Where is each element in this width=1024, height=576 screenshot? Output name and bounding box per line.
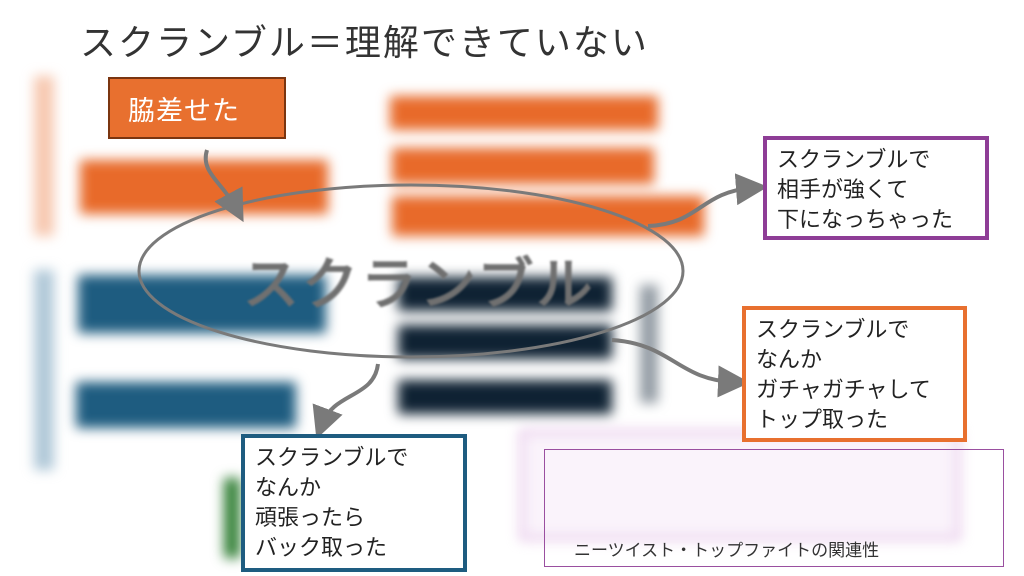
callout-line: トップ取った bbox=[756, 408, 889, 433]
blurred-box-orange-4 bbox=[392, 196, 704, 236]
callout-orange: スクランブルで なんか ガチャガチャして トップ取った bbox=[742, 306, 967, 442]
slide-title: スクランブル＝理解できていない bbox=[80, 23, 649, 64]
blurred-box-orange-2 bbox=[390, 96, 658, 130]
arrow-to-orange-callout bbox=[611, 338, 750, 398]
blurred-box-navy-3 bbox=[398, 380, 612, 414]
arrow-to-blue-callout bbox=[312, 363, 380, 439]
blurred-box-orange-3 bbox=[392, 148, 654, 184]
blurred-left-label-orange bbox=[34, 76, 54, 236]
blurred-left-label-blue bbox=[34, 270, 54, 470]
callout-line: スクランブルで bbox=[255, 446, 409, 471]
callout-line: 下になっちゃった bbox=[777, 208, 954, 233]
callout-purple: スクランブルで 相手が強くて 下になっちゃった bbox=[763, 136, 989, 240]
callout-line: なんか bbox=[756, 348, 823, 373]
callout-line: なんか bbox=[255, 476, 322, 501]
callout-blue: スクランブルで なんか 頑張ったら バック取った bbox=[241, 434, 467, 572]
blurred-box-orange-1 bbox=[80, 160, 328, 214]
caption-frame bbox=[544, 449, 1004, 567]
wakisashi-tag: 脇差せた bbox=[108, 77, 286, 139]
callout-line: バック取った bbox=[255, 536, 388, 561]
blurred-purple-panel bbox=[520, 430, 960, 540]
blurred-box-blue-1 bbox=[78, 275, 326, 333]
blurred-box-navy-1 bbox=[398, 277, 612, 311]
callout-line: スクランブルで bbox=[777, 148, 931, 173]
arrow-tag-to-ellipse bbox=[203, 149, 244, 223]
callout-line: スクランブルで bbox=[756, 318, 910, 343]
blurred-box-navy-2 bbox=[398, 325, 612, 359]
caption-text: ニーツイスト・トップファイトの関連性 bbox=[574, 541, 880, 561]
callout-line: 頑張ったら bbox=[255, 506, 366, 531]
callout-line: ガチャガチャして bbox=[756, 378, 931, 403]
blurred-box-blue-2 bbox=[76, 382, 296, 428]
arrow-to-purple-callout bbox=[647, 173, 768, 228]
scramble-ellipse bbox=[137, 183, 685, 359]
callout-line: 相手が強くて bbox=[777, 178, 909, 203]
blurred-green-block bbox=[224, 478, 240, 558]
scramble-center-label: スクランブル bbox=[243, 253, 596, 318]
